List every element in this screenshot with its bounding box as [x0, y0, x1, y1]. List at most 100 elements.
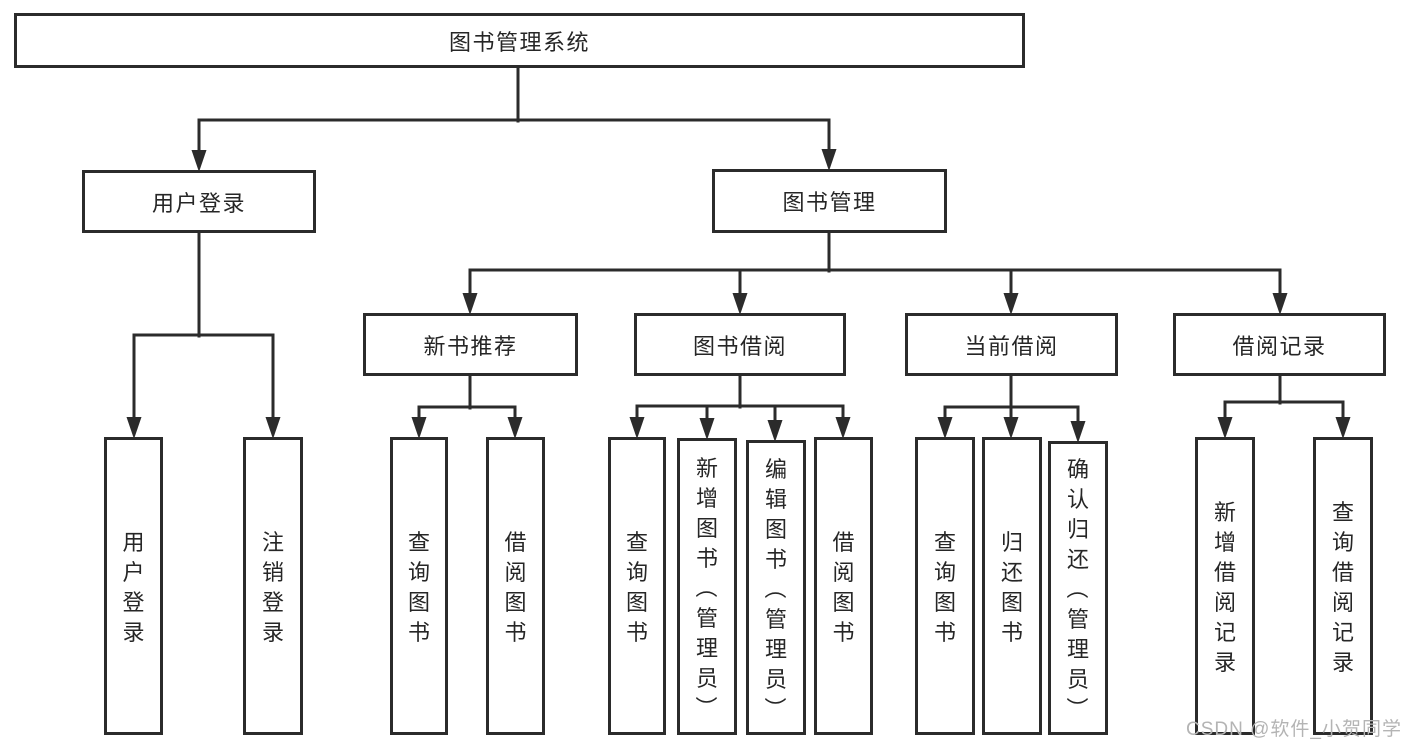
connector-paths: [132, 64, 1345, 429]
leaf-bb-edit-books-admin-label: 编辑图书（管理员）: [762, 453, 788, 723]
leaf-cb-confirm-return-admin-label: 确认归还（管理员）: [1064, 453, 1090, 723]
vertical-label-char: 新: [1213, 500, 1236, 525]
vertical-label-char: 户: [122, 560, 145, 585]
leaf-user-login-label: 用户登录: [122, 526, 146, 646]
vertical-label-char: 书: [764, 546, 787, 572]
vertical-label-char: 图: [504, 590, 527, 615]
vertical-label-char: 阅: [832, 560, 855, 585]
vertical-label-char: 录: [1213, 650, 1236, 675]
vertical-label-char: 员: [695, 665, 718, 691]
vertical-label-char: 图: [1000, 590, 1023, 615]
vertical-label-char: 增: [1213, 530, 1236, 555]
leaf-cb-return-books-label: 归还图书: [1000, 526, 1024, 646]
node-library-system-label: 图书管理系统: [448, 29, 590, 55]
leaf-nb-query-books-label: 查询图书: [407, 526, 431, 646]
vertical-label-char: 书: [625, 620, 648, 645]
node-user-login: 用户登录: [82, 170, 316, 233]
node-current-borrowing-label: 当前借阅: [964, 333, 1059, 359]
vertical-label-char: 理: [1066, 637, 1089, 662]
vertical-label-char: ）: [693, 695, 718, 718]
leaf-cb-query-books-label: 查询图书: [933, 526, 957, 646]
vertical-label-char: 书: [695, 545, 718, 571]
leaf-nb-borrow-books-label: 借阅图书: [504, 526, 528, 646]
vertical-label-char: ）: [1064, 696, 1089, 719]
node-borrowing-records-label: 借阅记录: [1232, 333, 1327, 359]
vertical-label-char: 图: [625, 590, 648, 615]
node-book-management-label: 图书管理: [782, 190, 877, 215]
leaf-logout: 注销登录: [243, 437, 303, 735]
vertical-label-char: 归: [1066, 517, 1089, 542]
vertical-label-char: 图: [407, 590, 430, 615]
vertical-label-char: 图: [832, 590, 855, 615]
leaf-bb-add-books-admin-label: 新增图书 （ 管理员 ）: [693, 452, 719, 722]
vertical-label-char: 记: [1213, 620, 1236, 645]
vertical-label-char: 图: [764, 516, 787, 542]
vertical-label-char: 录: [122, 620, 145, 645]
vertical-label-char: 销: [261, 560, 284, 585]
connector-arrowheads: [126, 149, 1351, 443]
vertical-label-char: 阅: [1213, 590, 1236, 615]
vertical-label-char: 书: [1000, 620, 1023, 645]
leaf-br-query-record-label: 查询借阅记录: [1331, 496, 1355, 676]
vertical-label-char: 借: [832, 530, 855, 555]
vertical-label-char: 借: [1213, 560, 1236, 585]
vertical-label-char: 登: [261, 590, 284, 615]
leaf-user-login: 用户登录: [104, 437, 163, 735]
vertical-label-char: 新: [695, 455, 718, 481]
vertical-label-char: 员: [1066, 667, 1089, 692]
leaf-bb-borrow-books-label: 借阅图书: [832, 526, 856, 646]
node-current-borrowing: 当前借阅: [905, 313, 1118, 376]
vertical-label-char: 询: [407, 560, 430, 585]
leaf-cb-query-books: 查询图书: [915, 437, 975, 735]
vertical-label-char: 管: [695, 605, 718, 631]
vertical-label-char: 查: [407, 530, 430, 555]
vertical-label-char: 还: [1000, 560, 1023, 585]
vertical-label-char: 查: [1331, 500, 1354, 525]
vertical-label-char: 借: [504, 530, 527, 555]
vertical-label-char: 编: [764, 456, 787, 482]
vertical-label-char: 图: [695, 515, 718, 541]
vertical-label-char: 询: [933, 560, 956, 585]
node-user-login-label: 用户登录: [151, 190, 246, 216]
vertical-label-char: 增: [695, 485, 718, 511]
vertical-label-char: 询: [625, 560, 648, 585]
node-book-borrowing: 图书借阅: [634, 313, 846, 376]
vertical-label-char: 确: [1066, 457, 1089, 482]
vertical-label-char: 注: [261, 530, 284, 555]
leaf-bb-query-books: 查询图书: [608, 437, 666, 735]
vertical-label-char: 录: [1331, 650, 1354, 675]
leaf-br-add-record-label: 新增借阅记录: [1213, 496, 1237, 676]
leaf-logout-label: 注销登录: [261, 526, 285, 646]
watermark: CSDN @软件_小贺同学: [1186, 719, 1402, 740]
node-new-book-recommend-label: 新书推荐: [423, 333, 518, 359]
leaf-cb-return-books: 归还图书: [982, 437, 1042, 735]
vertical-label-char: 书: [933, 620, 956, 645]
node-book-borrowing-label: 图书借阅: [692, 333, 787, 359]
leaf-bb-edit-books-admin: 编辑图书（管理员）: [746, 440, 806, 735]
vertical-label-char: 还: [1066, 547, 1089, 572]
vertical-label-char: 员: [764, 666, 787, 692]
node-new-book-recommend: 新书推荐: [363, 313, 578, 376]
vertical-label-char: 归: [1000, 530, 1023, 555]
vertical-label-char: 图: [933, 590, 956, 615]
leaf-br-query-record: 查询借阅记录: [1313, 437, 1373, 735]
leaf-bb-borrow-books: 借阅图书: [814, 437, 873, 735]
vertical-label-char: 登: [122, 590, 145, 615]
leaf-cb-confirm-return-admin: 确认归还（管理员）: [1048, 441, 1108, 735]
leaf-nb-query-books: 查询图书: [390, 437, 448, 735]
vertical-label-char: （: [762, 576, 787, 599]
vertical-label-char: 管: [1066, 607, 1089, 632]
vertical-label-char: 查: [625, 530, 648, 555]
vertical-label-char: 辑: [764, 486, 787, 512]
vertical-label-char: 询: [1331, 530, 1354, 555]
vertical-label-char: 查: [933, 530, 956, 555]
vertical-label-char: 理: [764, 636, 787, 662]
vertical-label-char: （: [693, 575, 718, 598]
vertical-label-char: ）: [762, 696, 787, 719]
vertical-label-char: 记: [1331, 620, 1354, 645]
vertical-label-char: 理: [695, 635, 718, 661]
vertical-label-char: 书: [504, 620, 527, 645]
vertical-label-char: 阅: [504, 560, 527, 585]
